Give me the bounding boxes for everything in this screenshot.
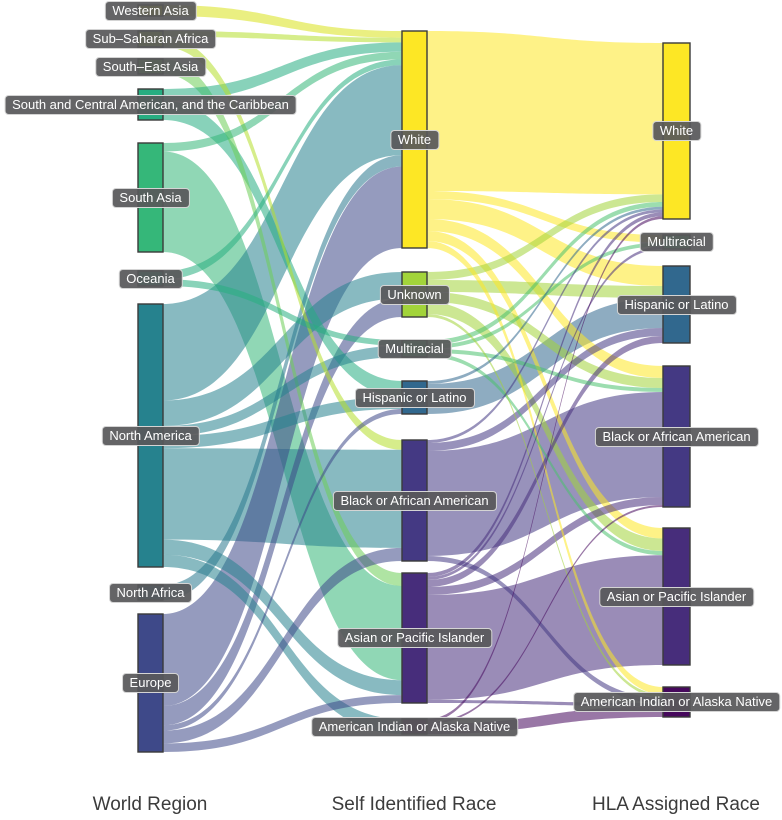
node-hispanic-hla (662, 265, 691, 344)
flow-unknown-sir-to-asian-hla (427, 302, 663, 551)
flow-unknown-sir-to-aian-hla (427, 314, 663, 698)
node-europe (137, 613, 164, 753)
flow-white-sir-to-white-hla (427, 31, 663, 195)
flow-white-sir-to-hispanic-hla (427, 199, 663, 286)
flow-south-central-america-to-hispanic-sir (163, 100, 402, 398)
flow-white-sir-to-multiracial-hla (427, 191, 663, 243)
node-south-east-asia (137, 58, 164, 75)
axis-title-world-region: World Region (92, 794, 208, 815)
flow-hispanic-sir-to-white-hla (427, 206, 663, 384)
flow-western-asia-to-white-sir (163, 5, 402, 38)
node-north-africa (137, 584, 164, 601)
node-white-sir (401, 30, 428, 249)
node-north-america (137, 303, 164, 568)
node-hispanic-sir (401, 380, 428, 415)
flow-unknown-sir-to-white-hla (427, 194, 663, 280)
node-aian-hla (662, 686, 691, 718)
flow-black-sir-to-aian-hla (427, 556, 663, 704)
flow-north-america-to-hispanic-sir (163, 397, 402, 449)
node-black-sir (401, 439, 428, 562)
flow-asian-sir-to-white-hla (427, 212, 663, 577)
axis-title-self-identified-race: Self Identified Race (331, 794, 497, 815)
flow-hispanic-sir-to-hispanic-hla (427, 298, 663, 414)
node-oceania (137, 270, 164, 287)
flow-sub-saharan-africa-to-white-sir (163, 31, 402, 43)
flow-north-africa-to-white-sir (163, 155, 402, 600)
node-asian-sir (401, 572, 428, 704)
flow-north-america-to-asian-sir (163, 539, 402, 696)
flow-europe-to-unknown-sir (163, 298, 402, 726)
flow-oceania-to-multiracial-sir (163, 279, 402, 346)
flow-aian-sir-to-white-hla (427, 216, 663, 722)
node-aian-sir (401, 718, 428, 735)
flow-white-sir-to-asian-hla (427, 231, 663, 539)
flow-north-america-to-unknown-sir (163, 272, 402, 426)
flow-unknown-sir-to-black-hla (427, 292, 663, 388)
node-western-asia (137, 4, 164, 17)
flow-europe-to-white-sir (163, 166, 402, 706)
flow-asian-sir-to-multiracial-hla (427, 246, 663, 580)
flow-europe-to-black-sir (163, 547, 402, 744)
flow-unknown-sir-to-hispanic-hla (427, 280, 663, 298)
flow-white-sir-to-black-hla (427, 219, 663, 378)
flow-asian-sir-to-hispanic-hla (427, 336, 663, 587)
flow-multiracial-sir-to-white-hla (427, 202, 663, 345)
node-multiracial-hla (662, 234, 691, 250)
node-south-central-america (137, 88, 164, 121)
flow-aian-sir-to-aian-hla (427, 706, 663, 734)
flow-europe-to-hispanic-sir (163, 409, 402, 731)
axis-title-hla-assigned-race: HLA Assigned Race (592, 794, 760, 815)
flow-aian-sir-to-black-hla (427, 505, 663, 724)
flow-sub-saharan-africa-to-black-sir (163, 36, 402, 450)
node-multiracial-sir (401, 339, 428, 358)
node-south-asia (137, 142, 164, 253)
node-unknown-sir (401, 271, 428, 318)
flow-oceania-to-white-sir (163, 59, 402, 280)
flow-asian-sir-to-black-hla (427, 497, 663, 595)
node-sub-saharan-africa (137, 30, 164, 48)
flow-north-america-to-white-sir (163, 65, 402, 401)
node-black-hla (662, 365, 691, 508)
flow-south-east-asia-to-asian-sir (163, 59, 402, 586)
flow-black-sir-to-white-hla (427, 209, 663, 443)
flow-multiracial-sir-to-black-hla (427, 349, 663, 392)
node-white-hla (662, 42, 691, 220)
node-asian-hla (662, 527, 691, 666)
flow-multiracial-sir-to-asian-hla (427, 353, 663, 556)
flow-black-sir-to-hispanic-hla (427, 328, 663, 451)
flow-north-america-to-multiracial-sir (163, 345, 402, 436)
flow-europe-to-asian-sir (163, 695, 402, 752)
